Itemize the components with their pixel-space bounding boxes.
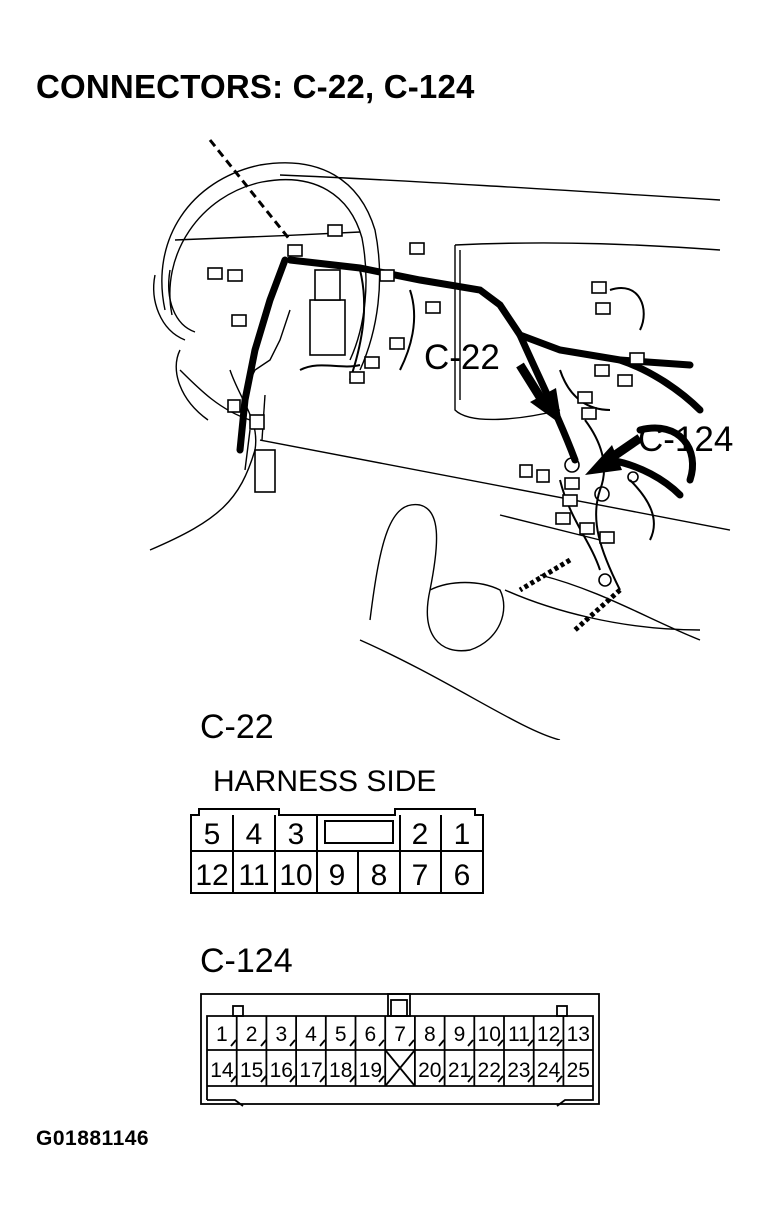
c124-pin: 5 — [335, 1023, 347, 1046]
c124-pin: 15 — [240, 1059, 263, 1082]
c124-connector-title: C-124 — [200, 942, 293, 980]
c124-pin: 18 — [329, 1059, 352, 1082]
c124-pin: 9 — [454, 1023, 466, 1046]
c124-pin: 20 — [418, 1059, 441, 1082]
c124-pointer-arrow — [585, 434, 643, 475]
c22-connector-title: C-22 — [200, 708, 274, 746]
c124-connector-diagram: 1 2 3 4 5 6 7 8 9 10 11 12 13 14 15 16 1… — [200, 993, 600, 1107]
c22-pin: 4 — [246, 818, 263, 851]
c124-pin: 2 — [246, 1023, 258, 1046]
c124-pin: 23 — [507, 1059, 530, 1082]
c124-pin: 11 — [508, 1023, 530, 1046]
c124-pin: 14 — [210, 1059, 234, 1082]
c124-pin: 19 — [359, 1059, 382, 1082]
c124-pin: 16 — [270, 1059, 293, 1082]
c124-pin: 12 — [537, 1023, 560, 1046]
c124-pin: 21 — [448, 1059, 471, 1082]
c22-pin: 5 — [204, 818, 221, 851]
c22-pin: 7 — [412, 859, 429, 892]
c124-pin: 22 — [478, 1059, 501, 1082]
c22-pointer-arrow — [516, 362, 562, 425]
c22-pin: 8 — [371, 859, 388, 892]
c124-pin: 6 — [365, 1023, 377, 1046]
c124-pin: 10 — [478, 1023, 501, 1046]
c124-pin: 25 — [567, 1059, 590, 1082]
callout-c124: C-124 — [638, 420, 734, 459]
c22-pin: 12 — [195, 859, 228, 892]
c124-pin: 8 — [424, 1023, 436, 1046]
dashboard-wiring-illustration — [149, 139, 731, 740]
c22-pin: 11 — [238, 859, 269, 892]
c22-pin: 2 — [412, 818, 429, 851]
c124-pin: 7 — [394, 1023, 406, 1046]
c22-pin: 1 — [454, 818, 471, 851]
callout-c22: C-22 — [424, 338, 500, 377]
c22-pin: 9 — [329, 859, 346, 892]
c124-pin: 17 — [299, 1059, 322, 1082]
figure-id: G01881146 — [36, 1127, 150, 1150]
c124-pin: 13 — [567, 1023, 590, 1046]
page-title: CONNECTORS: C-22, C-124 — [36, 68, 475, 105]
c22-pin: 6 — [454, 859, 471, 892]
harness-side-label: HARNESS SIDE — [213, 765, 437, 798]
c22-pin: 10 — [279, 859, 312, 892]
c124-pin: 1 — [216, 1023, 228, 1046]
c124-pin: 3 — [275, 1023, 287, 1046]
c124-pin: 4 — [305, 1023, 317, 1046]
c22-pin: 3 — [288, 818, 305, 851]
c22-connector-diagram: 5 4 3 2 1 12 11 10 9 8 7 6 — [190, 808, 484, 894]
c124-pin: 24 — [537, 1059, 561, 1082]
